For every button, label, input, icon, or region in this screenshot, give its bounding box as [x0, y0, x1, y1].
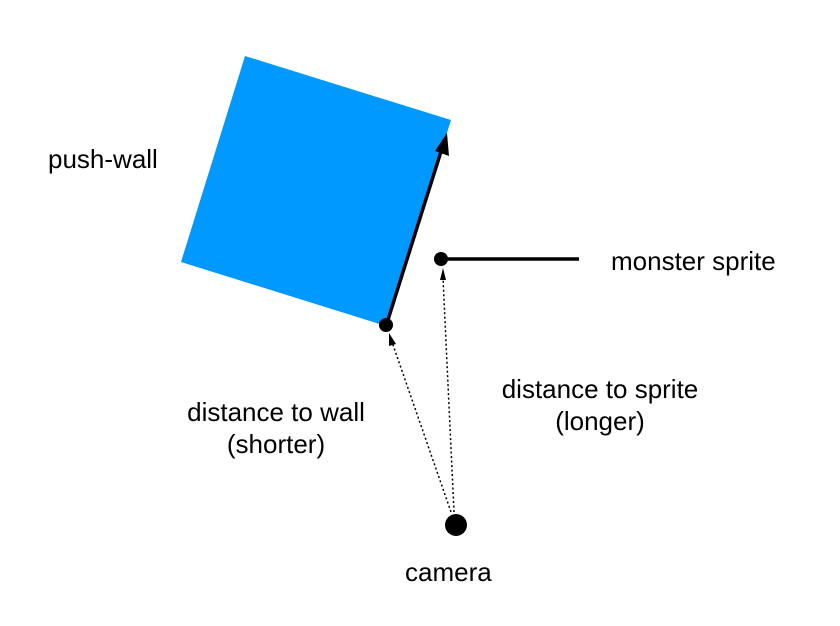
- distance-to-wall-label: distance to wall (shorter): [170, 396, 382, 460]
- push-wall-block: [181, 56, 451, 326]
- distance-to-sprite-note: (longer): [555, 406, 645, 436]
- ray-to-sprite-arrowhead: [440, 268, 446, 280]
- ray-to-wall-arrowhead: [389, 333, 396, 346]
- camera-label: camera: [405, 557, 492, 587]
- distance-to-sprite-label: distance to sprite (longer): [482, 373, 718, 437]
- wall-hit-point: [379, 318, 393, 332]
- distance-to-wall-text: distance to wall: [187, 397, 365, 427]
- push-wall-label: push-wall: [48, 144, 158, 174]
- camera-point: [445, 514, 467, 536]
- distance-to-sprite-text: distance to sprite: [501, 374, 699, 404]
- ray-to-sprite: [442, 277, 455, 513]
- ray-to-wall: [391, 341, 452, 513]
- wall-edge-arrowhead: [435, 133, 449, 156]
- wall-edge-arrow: [384, 141, 446, 327]
- monster-sprite-label: monster sprite: [611, 246, 776, 276]
- sprite-point: [434, 252, 448, 266]
- distance-to-wall-note: (shorter): [226, 429, 326, 459]
